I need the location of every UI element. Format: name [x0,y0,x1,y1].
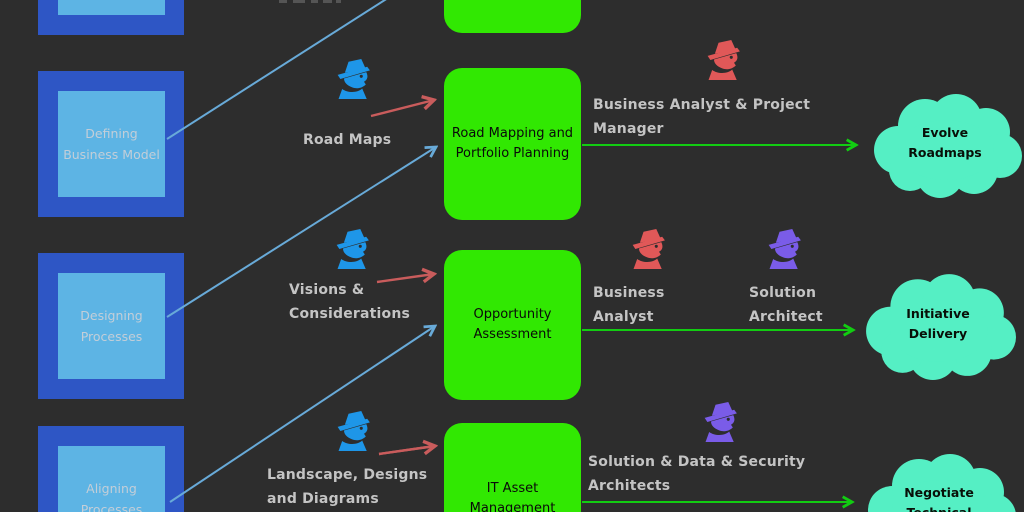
source-square-cropped[interactable] [38,0,184,35]
arrow-landscape-to-box-head [378,446,435,456]
role-label-ba-pm: Business Analyst & Project Manager [593,97,811,137]
spy-icon [704,40,744,80]
role-label-solution-architect: Solution Architect [749,285,823,325]
cropped-label-remnant [279,0,287,3]
process-box-cropped[interactable] [444,0,581,33]
arrow-landscape-to-box [378,444,436,456]
artifact-label-road-maps: Road Maps [303,132,392,148]
spy-icon [334,59,374,99]
cloud-evolve-roadmaps[interactable]: Evolve Roadmaps [868,88,1022,198]
cloud-initiative-delivery[interactable]: Initiative Delivery [860,268,1016,380]
cropped-label-remnant [323,0,332,3]
cropped-label-remnant [311,0,318,3]
artifact-label-visions: Visions & Considerations [289,282,411,322]
process-box-label: Road Mapping and Portfolio Planning [451,126,574,161]
source-square-defining-business-model[interactable]: Defining Business Model [38,71,184,217]
role-label-business-analyst: Business Analyst [593,285,665,325]
arrow-road-maps-to-box [370,100,434,118]
process-box-opportunity-assessment[interactable]: Opportunity Assessment [444,250,581,400]
cloud-shape [866,274,1016,380]
source-square-label: Designing Processes [80,308,143,344]
source-square-inner: Aligning Processes [58,446,165,512]
spy-icon [765,229,805,269]
spy-icon [333,229,373,269]
artifact-label-landscape: Landscape, Designs and Diagrams [267,467,428,507]
source-square-label: Defining Business Model [63,126,160,162]
source-square-aligning-processes[interactable]: Aligning Processes [38,426,184,512]
cloud-label: Initiative Delivery [906,306,970,341]
cropped-label-remnant [293,0,305,3]
source-square-inner [58,0,165,15]
process-box-label: IT Asset Management [469,481,556,512]
cloud-negotiate-technical[interactable]: Negotiate Technical [862,448,1016,512]
cropped-label-remnant [336,0,341,3]
spy-icon [334,411,374,451]
spy-icon [701,402,741,442]
process-box-road-mapping[interactable]: Road Mapping and Portfolio Planning [444,68,581,220]
source-square-inner: Designing Processes [58,273,165,379]
source-square-designing-processes[interactable]: Designing Processes [38,253,184,399]
cloud-label: Negotiate Technical [904,485,974,512]
cloud-label: Evolve Roadmaps [908,125,982,160]
process-box-label: Opportunity Assessment [473,307,552,342]
cloud-shape [868,454,1016,512]
role-label-sds-architects: Solution & Data & Security Architects [588,454,806,494]
source-square-inner: Defining Business Model [58,91,165,197]
process-box-it-asset-management[interactable]: IT Asset Management [444,423,581,512]
spy-icon [629,229,669,269]
source-square-label: Aligning Processes [80,481,143,512]
cloud-shape [874,94,1022,198]
